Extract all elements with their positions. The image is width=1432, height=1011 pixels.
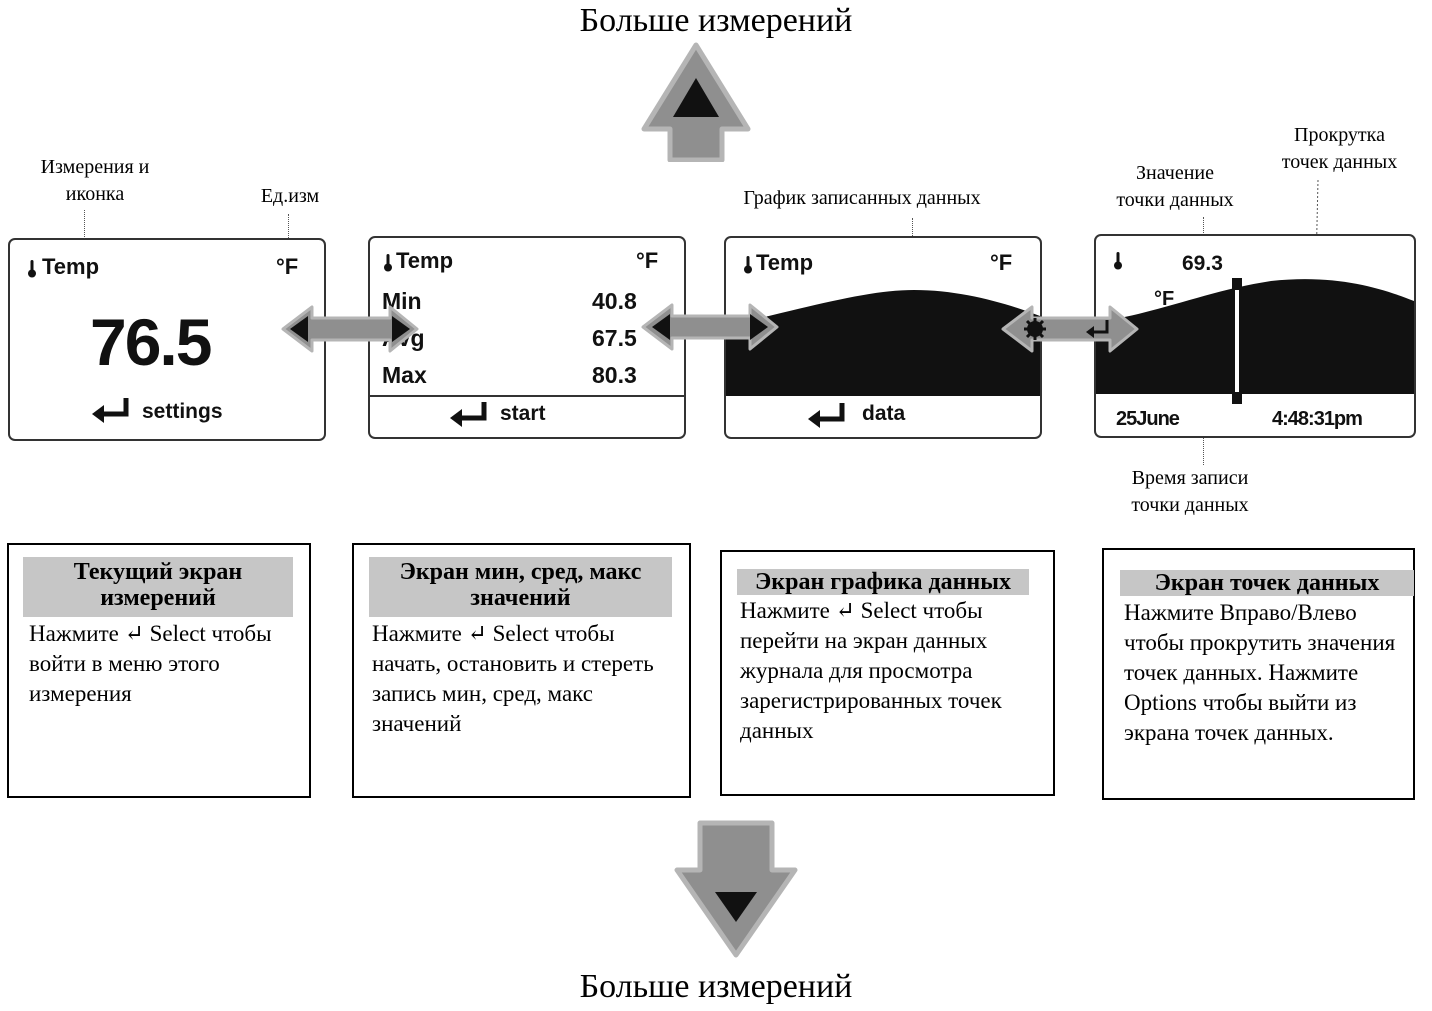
thermometer-icon [384,254,392,272]
callout-graph: График записанных данных [743,187,981,209]
callout-unit: Ед.изм [260,185,320,207]
max-value: 80.3 [592,362,637,388]
avg-value: 67.5 [592,325,637,351]
desc-title: Экран точек данных [1120,570,1414,596]
desc-body: Нажмите ↵ Select чтобы начать, остановит… [372,621,654,736]
desc-graph-screen: Экран графика данных Нажмите ↵ Select чт… [720,550,1055,796]
down-arrow-icon[interactable] [674,820,798,958]
more-measurements-top-label: Больше измерений [579,2,853,39]
desc-points-screen: Экран точек данных Нажмите Вправо/Влево … [1102,548,1415,800]
desc-body: Нажмите ↵ Select чтобы войти в меню этог… [29,621,272,706]
desc-body: Нажмите Вправо/Влево чтобы прокрутить зн… [1124,600,1396,745]
leader-point-value [1203,217,1204,249]
recorded-data-graph [726,290,1040,396]
thermometer-icon [28,260,36,278]
data-label: data [862,402,906,425]
settings-label: settings [142,400,223,423]
desc-minmax-screen: Экран мин, сред, макс значений Нажмите ↵… [352,543,691,798]
desc-body: Нажмите ↵ Select чтобы перейти на экран … [740,598,1002,743]
desc-title: Текущий экран измерений [23,557,293,617]
leader-unit [288,214,289,254]
leader-measure-icon [84,210,85,255]
enter-icon [1086,320,1109,338]
measure-label: Temp [396,248,454,273]
measure-label: Temp [756,250,814,275]
unit-label: °F [990,250,1013,275]
thermometer-icon [1114,252,1122,270]
max-label: Max [382,362,427,388]
point-date: 25June [1116,408,1180,430]
unit-label: °F [276,254,299,279]
callout-record-time: Время записи точки данных [1131,467,1249,516]
measure-label: Temp [42,254,100,279]
data-graph-screen: Temp °F data [724,236,1042,439]
data-points-screen: 69.3 °F 25June 4:48:31pm [1094,234,1416,438]
leader-record-time [1203,435,1204,465]
callout-point-value: Значение точки данных [1116,162,1234,211]
desc-title: Экран мин, сред, макс значений [369,557,672,617]
enter-icon [808,403,845,428]
data-points-graph [1096,278,1414,404]
measurement-value: 76.5 [90,305,212,379]
divider [370,395,684,397]
options-enter-nav-icon[interactable] [1000,302,1140,356]
unit-label: °F [1154,288,1175,310]
gear-icon [1024,318,1046,340]
unit-label: °F [636,248,659,273]
point-time: 4:48:31pm [1272,408,1363,430]
point-value: 69.3 [1182,252,1223,275]
min-value: 40.8 [592,288,637,314]
start-label: start [500,402,546,425]
left-right-nav-icon-2[interactable] [640,300,780,354]
enter-icon [450,402,487,427]
enter-icon [92,398,129,423]
thermometer-icon [744,256,752,274]
more-measurements-bottom-label: Больше измерений [579,968,853,1005]
callout-measure-icon: Измерения и иконка [40,156,150,205]
callout-scroll: Прокрутка точек данных [1281,124,1398,173]
desc-title: Экран графика данных [737,569,1029,595]
left-right-nav-icon[interactable] [280,302,420,356]
up-arrow-icon[interactable] [640,42,752,162]
desc-current-screen: Текущий экран измерений Нажмите ↵ Select… [7,543,311,798]
current-measurement-screen: Temp °F 76.5 settings [8,238,326,441]
